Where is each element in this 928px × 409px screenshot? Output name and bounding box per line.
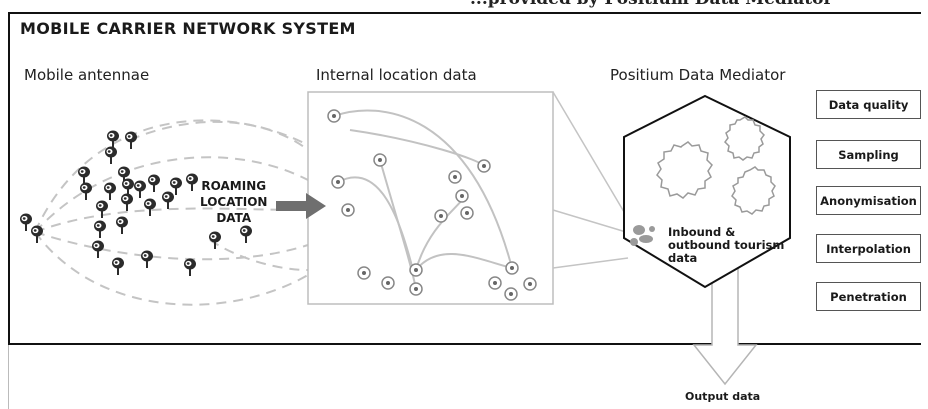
antenna-icon [133,179,147,199]
antenna-icon [140,249,154,269]
location-node [504,287,518,301]
step-anonymisation: Anonymisation [816,186,921,215]
location-node [505,261,519,275]
system-title: MOBILE CARRIER NETWORK SYSTEM [20,19,356,38]
location-node [448,170,462,184]
roaming-line: DATA [216,211,252,225]
antenna-icon [147,173,161,193]
location-node [455,189,469,203]
antenna-icon [104,145,118,165]
antenna-icon [111,256,125,276]
cropped-heading: ...provided by Positium Data Mediator [470,0,832,9]
mobile-antennae-heading: Mobile antennae [24,66,150,84]
signal-arcs [34,119,309,306]
world-map-icon [630,225,655,246]
output-panel [8,345,928,409]
step-penetration: Penetration [816,282,921,311]
internal-location-heading: Internal location data [316,66,477,84]
mediator-heading: Positium Data Mediator [610,66,786,84]
location-node [341,203,355,217]
step-interpolation: Interpolation [816,234,921,263]
antenna-icon [169,176,183,196]
location-node [357,266,371,280]
location-node [460,206,474,220]
tourism-line: outbound tourism [668,238,785,252]
antenna-icon [19,212,33,232]
tourism-data-label: Inbound & outbound tourism data [668,226,784,265]
location-node [523,277,537,291]
antenna-icon [208,230,222,250]
antenna-icon [183,257,197,277]
roaming-line: LOCATION [200,195,268,209]
location-node [381,276,395,290]
antenna-icon [77,165,91,185]
location-node [327,109,341,123]
roaming-line: ROAMING [201,179,267,193]
location-node [409,263,423,277]
gear-icons [656,116,776,215]
antenna-icon [120,192,134,212]
antenna-icon [79,181,93,201]
location-node [434,209,448,223]
location-nodes [327,109,537,301]
gear-icon [656,141,713,199]
antenna-icon [124,130,138,150]
step-data-quality: Data quality [816,90,921,119]
antenna-icon [30,224,44,244]
zoom-lines [552,91,631,269]
mobile-carrier-network-box [8,12,921,345]
location-node [477,159,491,173]
location-node [409,282,423,296]
antenna-icon [106,129,120,149]
step-sampling: Sampling [816,140,921,169]
antenna-icon [239,224,253,244]
location-node [331,175,345,189]
antenna-icon [185,172,199,192]
antenna-icon [161,190,175,210]
location-node [488,276,502,290]
roaming-location-label: ROAMING LOCATION DATA [200,178,267,226]
tourism-line: Inbound & [668,225,736,239]
tourism-line: data [668,251,698,265]
output-data-label: Output data [685,390,761,403]
antenna-icon [143,197,157,217]
location-node [373,153,387,167]
antenna-icon [93,219,107,239]
gear-icon [724,116,765,161]
antenna-icon [121,177,135,197]
gear-icon [731,166,776,215]
location-links [333,109,513,290]
antenna-icon [115,215,129,235]
antenna-icon [103,181,117,201]
roaming-arrow-icon [276,193,326,219]
antenna-icon [91,239,105,259]
